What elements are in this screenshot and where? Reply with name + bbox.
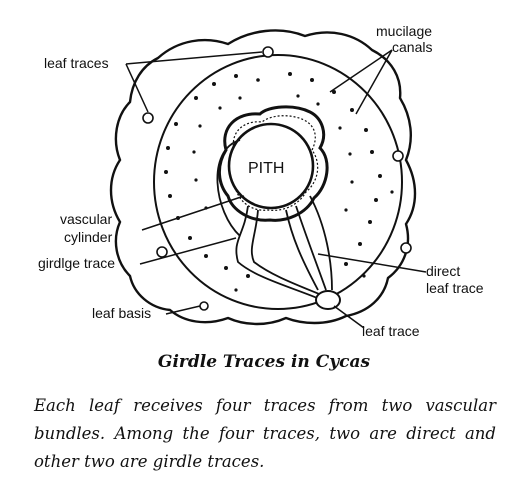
figure-title: Girdle Traces in Cycas bbox=[157, 352, 371, 372]
trace-strands bbox=[216, 139, 333, 301]
label-cylinder: cylinder bbox=[64, 229, 113, 245]
label-leaf-trace: leaf trace bbox=[362, 323, 420, 339]
leaf-trace-circle bbox=[142, 112, 154, 124]
leaf-trace-circle bbox=[400, 242, 412, 254]
label-girdle-trace: girdlge trace bbox=[38, 255, 115, 271]
leaf-trace-bundle bbox=[315, 290, 341, 310]
vascular-cylinder-inner bbox=[229, 115, 319, 211]
label-leaf-traces: leaf traces bbox=[44, 55, 109, 71]
label-canals: canals bbox=[392, 39, 432, 55]
label-mucilage: mucilage bbox=[376, 23, 432, 39]
cycas-stem-section-svg: PITH mucilage canals leaf traces vascula… bbox=[38, 23, 484, 339]
leader-lines bbox=[125, 49, 427, 329]
leaf-trace-circle bbox=[199, 301, 209, 311]
cortex-boundary bbox=[153, 54, 403, 310]
pith-label: PITH bbox=[248, 160, 284, 177]
leaf-trace-circle bbox=[262, 46, 274, 58]
label-direct-leaf-trace: leaf trace bbox=[426, 280, 484, 296]
label-leaf-basis: leaf basis bbox=[92, 305, 151, 321]
label-vascular: vascular bbox=[60, 211, 112, 227]
pith-circle bbox=[227, 122, 315, 210]
figure-caption: Each leaf receives four traces from two … bbox=[34, 396, 496, 471]
leaf-basis-outline bbox=[109, 29, 417, 326]
leaf-trace-circle bbox=[156, 246, 168, 258]
leaf-trace-circle bbox=[392, 150, 404, 162]
mucilage-canal-dots bbox=[164, 72, 394, 292]
label-direct: direct bbox=[426, 263, 460, 279]
